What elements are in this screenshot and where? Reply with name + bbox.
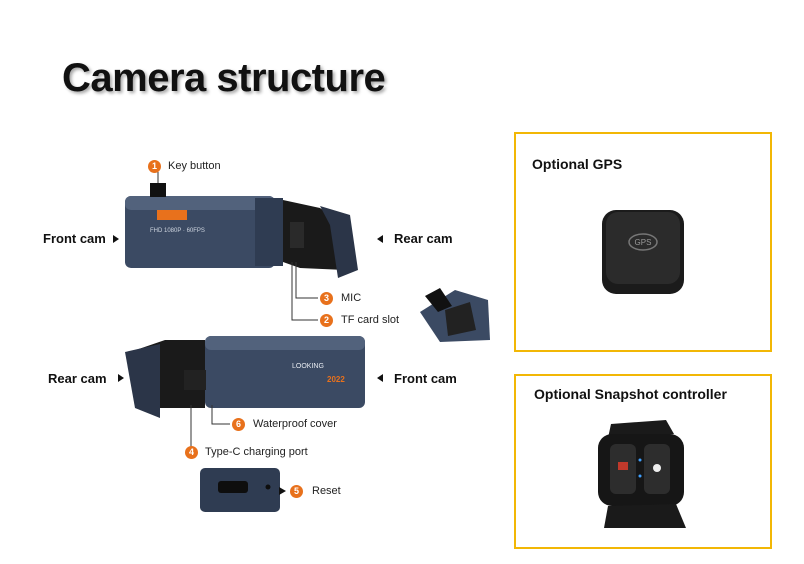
snapshot-panel: Optional Snapshot controller [514,374,772,549]
callout-type-c-port: Type-C charging port [205,446,308,458]
callout-reset: Reset [312,485,341,497]
rear-cam-label-bottom: Rear cam [48,371,107,386]
callout-number-tf: 2 [320,314,333,327]
svg-text:GPS: GPS [635,238,652,247]
gps-device-image: GPS [602,210,684,294]
reset-inset [200,468,280,512]
callout-waterproof-cover: Waterproof cover [253,418,337,430]
svg-text:2022: 2022 [327,375,345,384]
top-camera: FHD 1080P · 60FPS [125,183,358,278]
front-cam-label-bottom: Front cam [394,371,457,386]
callout-number-cover: 6 [232,418,245,431]
leader-lines [157,172,318,450]
callout-number-mic: 3 [320,292,333,305]
gps-panel: Optional GPS GPS [514,132,772,352]
label-arrows [113,235,383,495]
callout-number-typec: 4 [185,446,198,459]
snapshot-controller-image [598,420,686,528]
tf-card-inset [420,288,490,342]
svg-text:FHD 1080P · 60FPS: FHD 1080P · 60FPS [150,228,205,234]
svg-text:LOOKING: LOOKING [292,363,324,370]
front-cam-label-top: Front cam [43,231,106,246]
rear-cam-label-top: Rear cam [394,231,453,246]
callout-number-reset: 5 [290,485,303,498]
bottom-camera: LOOKING 2022 [125,336,365,418]
callout-tf-card-slot: TF card slot [341,314,400,326]
snapshot-panel-title: Optional Snapshot controller [534,386,727,402]
callout-mic: MIC [341,292,362,304]
callout-key-button: Key button [168,160,221,172]
page-title: Camera structure [62,56,386,100]
callout-number-key: 1 [148,160,161,173]
gps-panel-title: Optional GPS [532,156,623,172]
